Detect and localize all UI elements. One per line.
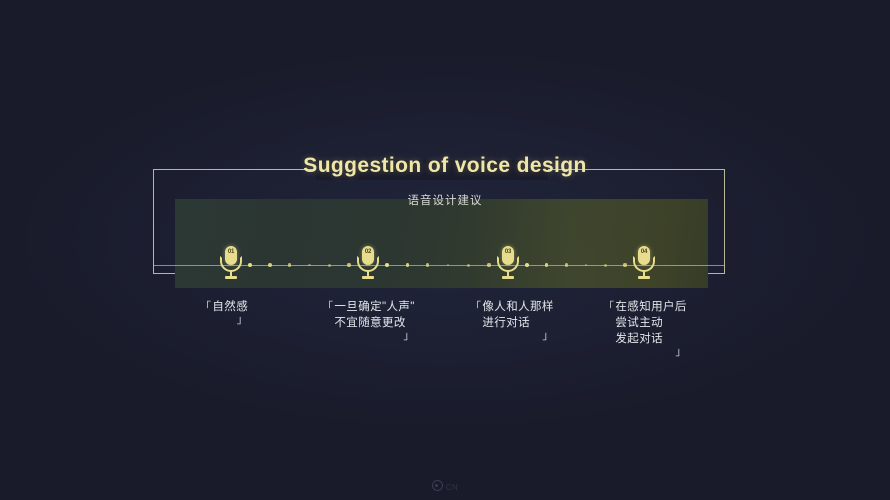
timeline-dot: [405, 263, 410, 267]
timeline-dot: [544, 263, 549, 267]
watermark-logo-icon: [431, 480, 443, 491]
bracket-open: 「: [322, 301, 334, 313]
timeline-dot: [247, 262, 253, 268]
microphone-arc: [497, 256, 519, 272]
microphone-base: [225, 276, 237, 279]
microphone-stem: [643, 271, 645, 277]
frame-title-gap-mask: [316, 160, 548, 180]
caption-line-1: 像人和人那样: [482, 301, 554, 313]
step-number: 01: [227, 248, 235, 255]
caption-01: 「自然感」: [200, 299, 249, 326]
timeline-dot: [487, 263, 491, 267]
bracket-open: 「: [200, 301, 212, 313]
microphone-arc: [357, 256, 379, 272]
microphone-stem: [230, 271, 232, 277]
timeline-dot: [623, 263, 627, 267]
timeline-dot: [308, 263, 311, 267]
caption-line-1: 一旦确定"人声": [334, 301, 415, 313]
microphone-base: [362, 276, 374, 279]
watermark-label: CN: [445, 483, 459, 492]
caption-body: 像人和人那样进行对话」: [482, 299, 554, 342]
bracket-open: 「: [470, 301, 482, 313]
timeline-step-04: 04: [631, 246, 657, 280]
step-number: 02: [364, 248, 372, 255]
caption-body: 在感知用户后尝试主动发起对话」: [615, 299, 687, 358]
caption-line-3: 发起对话: [615, 333, 664, 345]
bracket-close: 」: [236, 314, 249, 326]
timeline: 01 02 03 04: [153, 240, 725, 290]
bracket-close: 」: [403, 330, 415, 342]
timeline-dot: [287, 263, 292, 267]
microphone-arc: [220, 256, 242, 272]
microphone-stem: [367, 271, 369, 277]
timeline-dot: [267, 263, 272, 267]
microphone-stem: [507, 271, 509, 277]
caption-04: 「在感知用户后尝试主动发起对话」: [603, 299, 687, 358]
timeline-step-03: 03: [495, 246, 521, 280]
timeline-dot: [467, 263, 471, 267]
caption-02: 「一旦确定"人声" 不宜随意更改」: [322, 299, 415, 342]
step-number: 04: [640, 248, 648, 255]
caption-line-2: 尝试主动: [615, 317, 664, 329]
microphone-arc: [633, 256, 655, 272]
timeline-dot: [603, 263, 607, 267]
caption-line-2: 不宜随意更改: [334, 317, 406, 329]
microphone-base: [502, 276, 514, 279]
caption-line-1: 自然感: [212, 301, 249, 313]
timeline-step-01: 01: [218, 246, 244, 280]
timeline-step-02: 02: [355, 246, 381, 280]
timeline-dot: [446, 263, 450, 267]
caption-line-2: 进行对话: [482, 317, 531, 329]
caption-03: 「像人和人那样进行对话」: [470, 299, 554, 342]
watermark: CN: [0, 480, 890, 492]
caption-body: 自然感」: [212, 299, 249, 326]
caption-body: 一旦确定"人声" 不宜随意更改」: [334, 299, 415, 342]
caption-line-1: 在感知用户后: [615, 301, 687, 313]
timeline-dot: [384, 262, 390, 268]
bracket-close: 」: [542, 330, 554, 342]
timeline-dot: [347, 263, 351, 267]
timeline-dot: [524, 262, 530, 268]
timeline-dot: [327, 263, 331, 267]
bracket-open: 「: [603, 301, 615, 313]
timeline-rule: [154, 265, 724, 266]
timeline-dot: [564, 263, 568, 267]
bracket-close: 」: [675, 346, 687, 358]
timeline-dot: [584, 263, 588, 267]
microphone-base: [638, 276, 650, 279]
step-number: 03: [504, 248, 512, 255]
timeline-dot: [426, 263, 430, 267]
